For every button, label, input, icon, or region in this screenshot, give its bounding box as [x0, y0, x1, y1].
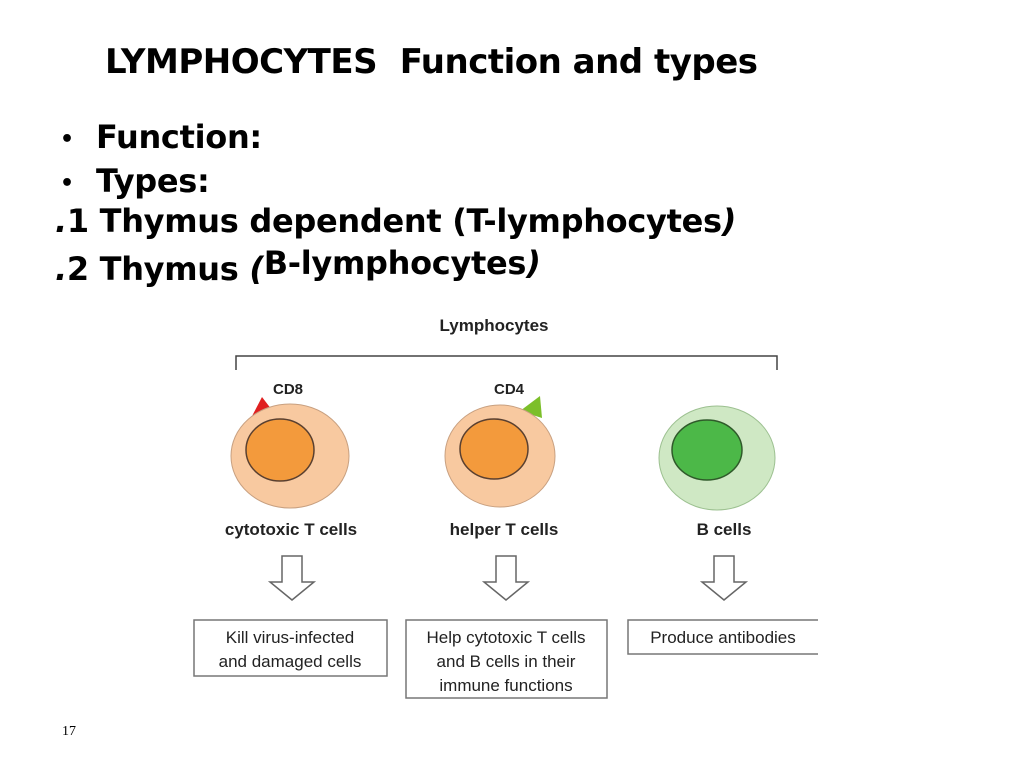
type-number: 1	[66, 202, 89, 240]
type-number: 2	[66, 250, 89, 288]
type-paren: B-lymphocytes	[263, 244, 527, 282]
cell-label: cytotoxic T cells	[225, 520, 357, 539]
function-line: Kill virus-infected	[226, 628, 355, 647]
type-paren: (T-lymphocytes	[452, 202, 722, 240]
diagram-heading: Lymphocytes	[440, 316, 549, 335]
bullet-dot-icon: •	[60, 126, 74, 152]
arrow-down-icon	[699, 555, 749, 601]
cell-label: helper T cells	[450, 520, 559, 539]
function-line: Produce antibodies	[650, 628, 796, 647]
arrow-down-icon	[267, 555, 317, 601]
cell-cytotoxic-t: CD8 cytotoxic T cells Kill virus-infecte…	[193, 381, 388, 677]
type-item-2: .2 Thymus (B-lymphocytes)	[55, 244, 541, 288]
function-box	[405, 619, 608, 699]
slide-number: 17	[62, 724, 76, 739]
type-item-1: .1 Thymus dependent (T-lymphocytes)	[55, 202, 737, 240]
type-close: )	[526, 244, 541, 282]
bracket	[235, 355, 778, 370]
type-name: Thymus	[99, 250, 239, 288]
function-line: and damaged cells	[219, 652, 362, 671]
cell-nucleus	[671, 419, 743, 481]
bullet-function-label: Function:	[96, 118, 262, 156]
cell-helper-t: CD4 helper T cells Help cytotoxic T cell…	[405, 381, 608, 699]
marker-label: CD8	[273, 381, 303, 398]
arrow-down-icon	[481, 555, 531, 601]
function-line: Help cytotoxic T cells	[426, 628, 585, 647]
bullet-dot-icon: •	[60, 170, 74, 196]
function-line: immune functions	[439, 676, 572, 695]
type-open: (	[249, 250, 264, 288]
type-close: )	[721, 202, 737, 240]
cell-nucleus	[459, 418, 529, 480]
bullet-function: • Function:	[60, 118, 262, 156]
type-name: Thymus dependent	[99, 202, 442, 240]
cell-nucleus	[245, 418, 315, 482]
bullet-types-label: Types:	[96, 162, 210, 200]
function-box	[193, 619, 388, 677]
bullet-types: • Types:	[60, 162, 210, 200]
function-box	[627, 619, 829, 655]
cell-label: B cells	[697, 520, 752, 539]
marker-label: CD4	[494, 381, 525, 398]
slide-title: LYMPHOCYTES Function and types	[105, 42, 758, 82]
cell-b: B cells Produce antibodies	[627, 405, 848, 670]
function-line: and B cells in their	[437, 652, 576, 671]
